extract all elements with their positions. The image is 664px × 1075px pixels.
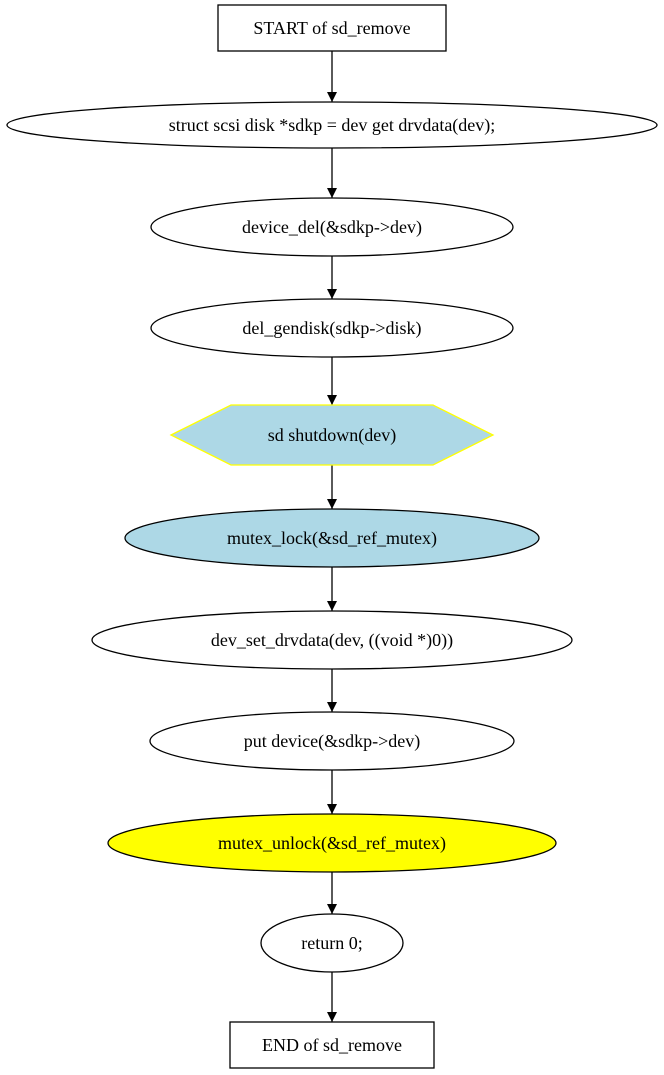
node-n4: sd shutdown(dev)	[169, 404, 495, 466]
node-ellipse	[149, 711, 515, 771]
node-label: device_del(&sdkp->dev)	[242, 217, 422, 238]
node-end: END of sd_remove	[229, 1021, 435, 1069]
node-ellipse	[91, 610, 573, 670]
node-n5: mutex_lock(&sd_ref_mutex)	[124, 508, 540, 568]
node-label: sd shutdown(dev)	[268, 425, 397, 446]
node-label: END of sd_remove	[262, 1035, 402, 1055]
node-n9: return 0;	[260, 913, 404, 973]
node-ellipse	[107, 813, 557, 873]
node-n3: del_gendisk(sdkp->disk)	[150, 298, 514, 358]
node-n6: dev_set_drvdata(dev, ((void *)0))	[91, 610, 573, 670]
node-n2: device_del(&sdkp->dev)	[150, 197, 514, 257]
node-box	[229, 1021, 435, 1069]
node-label: struct scsi disk *sdkp = dev get drvdata…	[169, 115, 496, 136]
node-ellipse	[124, 508, 540, 568]
node-label: mutex_unlock(&sd_ref_mutex)	[218, 833, 446, 854]
node-label: return 0;	[301, 933, 362, 953]
node-label: del_gendisk(sdkp->disk)	[242, 318, 421, 339]
node-start: START of sd_remove	[217, 4, 447, 52]
node-label: mutex_lock(&sd_ref_mutex)	[227, 528, 437, 549]
node-n1: struct scsi disk *sdkp = dev get drvdata…	[6, 101, 658, 149]
node-ellipse	[150, 298, 514, 358]
node-ellipse	[150, 197, 514, 257]
node-label: put device(&sdkp->dev)	[244, 731, 421, 752]
node-ellipse	[260, 913, 404, 973]
node-box	[217, 4, 447, 52]
node-n8: mutex_unlock(&sd_ref_mutex)	[107, 813, 557, 873]
node-ellipse	[6, 101, 658, 149]
node-n7: put device(&sdkp->dev)	[149, 711, 515, 771]
node-label: START of sd_remove	[253, 18, 410, 38]
node-label: dev_set_drvdata(dev, ((void *)0))	[211, 630, 453, 651]
node-hexagon	[169, 404, 495, 466]
